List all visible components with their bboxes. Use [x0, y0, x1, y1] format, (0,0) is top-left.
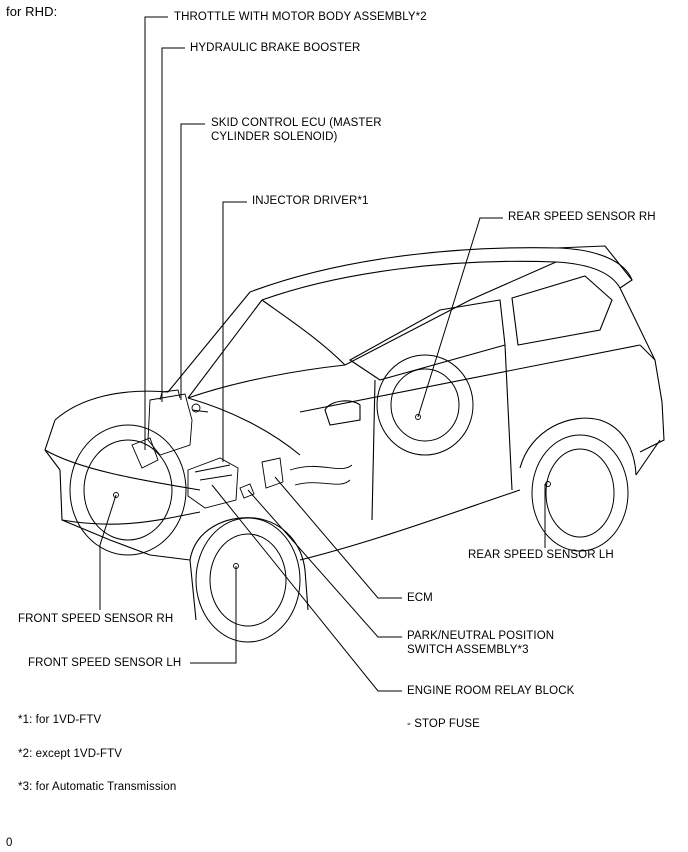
- leader-lines: [99, 16, 546, 692]
- leader-engine-relay: [211, 484, 402, 692]
- label-engine-room-relay-block: ENGINE ROOM RELAY BLOCK: [407, 685, 575, 697]
- leader-front-speed-rh: [99, 494, 117, 610]
- front-wheel-far: [69, 424, 187, 556]
- front-wheel-near: [195, 517, 301, 643]
- rear-wheel-far: [376, 354, 474, 456]
- label-hydraulic-brake-booster: HYDRAULIC BRAKE BOOSTER: [190, 42, 361, 54]
- ecm-shape: [261, 457, 284, 489]
- page-footer-id: 0: [6, 837, 13, 849]
- wheels: [69, 354, 629, 643]
- label-park-neutral-position-switch: PARK/NEUTRAL POSITION SWITCH ASSEMBLY*3: [407, 630, 555, 656]
- label-injector-driver: INJECTOR DRIVER*1: [252, 195, 369, 207]
- components: [113, 389, 551, 569]
- leader-brake-booster: [161, 47, 185, 402]
- label-front-speed-sensor-rh: FRONT SPEED SENSOR RH: [18, 613, 174, 625]
- leader-injector-driver: [222, 201, 247, 462]
- label-stop-fuse: - STOP FUSE: [407, 718, 480, 730]
- label-ecm: ECM: [407, 592, 433, 604]
- note-2: *2: except 1VD-FTV: [18, 748, 123, 760]
- label-rear-speed-sensor-lh: REAR SPEED SENSOR LH: [468, 549, 614, 561]
- label-skid-control-ecu: SKID CONTROL ECU (MASTER CYLINDER SOLENO…: [211, 117, 382, 143]
- note-3: *3: for Automatic Transmission: [18, 781, 177, 793]
- vehicle-outline: [44, 245, 665, 621]
- brake-booster-shape: [147, 393, 193, 456]
- leader-throttle: [144, 16, 168, 450]
- note-1: *1: for 1VD-FTV: [18, 714, 102, 726]
- leader-park-neutral: [247, 489, 402, 638]
- leader-skid-ecu: [180, 123, 205, 400]
- label-throttle: THROTTLE WITH MOTOR BODY ASSEMBLY*2: [174, 11, 427, 23]
- label-rear-speed-sensor-rh: REAR SPEED SENSOR RH: [508, 211, 656, 223]
- leader-rear-speed-rh: [417, 217, 503, 418]
- page-header: for RHD:: [6, 4, 58, 19]
- leader-front-speed-lh: [190, 566, 237, 664]
- rear-speed-rh-sensor: [415, 414, 421, 420]
- front-speed-rh-sensor: [113, 492, 119, 498]
- engine-block-shape: [187, 457, 239, 509]
- label-front-speed-sensor-lh: FRONT SPEED SENSOR LH: [28, 657, 182, 669]
- throttle-body-shape: [131, 437, 159, 469]
- rear-wheel-near: [531, 434, 629, 552]
- leader-ecm: [274, 476, 402, 599]
- park-neutral-switch-shape: [239, 483, 255, 499]
